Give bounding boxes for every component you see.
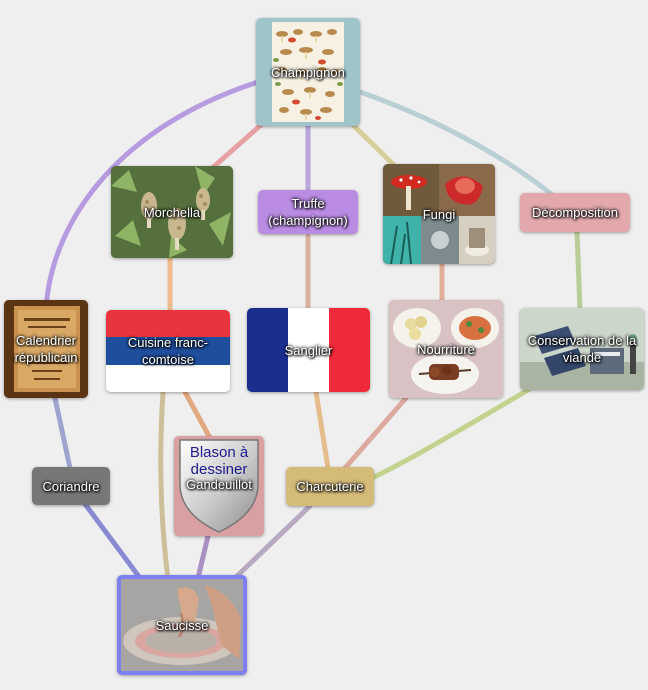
node-label: Morchella — [143, 204, 201, 220]
calendar-book-image — [4, 300, 88, 398]
morel-photo — [111, 166, 233, 258]
node-label: Saucisse — [155, 617, 209, 633]
node-decomposition[interactable]: Décomposition — [520, 193, 630, 232]
blason-placeholder-text: Blason à dessiner — [189, 444, 249, 478]
node-label: Décomposition — [532, 205, 618, 220]
node-nourriture[interactable]: Nourriture — [389, 300, 503, 398]
edge-champignon-decomposition — [357, 89, 559, 201]
node-coriandre[interactable]: Coriandre — [32, 467, 110, 505]
franche-comte-flag — [106, 310, 230, 392]
node-label: Conservation de la viande — [527, 333, 637, 365]
solar-panels-image — [520, 308, 644, 390]
node-calendrier[interactable]: Calendrier républicain — [4, 300, 88, 398]
edge-conservation-charcuterie — [369, 387, 531, 481]
edge-decomposition-conservation — [574, 229, 583, 313]
node-label: Calendrier républicain — [14, 333, 78, 365]
edge-charcuterie-saucisse — [232, 503, 313, 581]
french-flag — [247, 308, 370, 392]
node-sanglier[interactable]: Sanglier — [247, 308, 370, 392]
fungi-collage-image — [383, 164, 495, 264]
node-label: Champignon — [271, 64, 345, 80]
node-label: Charcuterie — [296, 479, 364, 494]
node-label: Truffe (champignon) — [268, 196, 348, 228]
node-label: Coriandre — [42, 478, 100, 494]
edge-cuisine-gandeuillot — [182, 389, 213, 441]
node-morchella[interactable]: Morchella — [111, 166, 233, 258]
edge-nourriture-charcuterie — [342, 395, 409, 471]
node-champignon[interactable]: Champignon — [256, 18, 360, 126]
edge-sanglier-charcuterie — [313, 389, 331, 471]
node-gandeuillot[interactable]: Blason à dessiner Gandeuillot — [174, 436, 264, 536]
edge-champignon-morchella — [207, 121, 265, 173]
node-charcuterie[interactable]: Charcuterie — [286, 467, 374, 506]
edge-coriandre-saucisse — [82, 501, 143, 581]
food-plates-image — [389, 300, 503, 398]
sausage-making-photo — [121, 579, 243, 671]
node-saucisse[interactable]: Saucisse — [117, 575, 247, 675]
edge-calendrier-coriandre — [52, 395, 73, 471]
edge-gandeuillot-saucisse — [195, 533, 211, 581]
node-truffe[interactable]: Truffe (champignon) — [258, 190, 358, 234]
shield-placeholder-icon — [179, 439, 259, 533]
node-conservation[interactable]: Conservation de la viande — [520, 308, 644, 390]
edge-champignon-calendrier — [43, 79, 261, 313]
node-label: Sanglier — [284, 342, 333, 358]
node-label: Nourriture — [417, 341, 475, 357]
node-label: Fungi — [422, 206, 456, 222]
node-label: Cuisine franc-comtoise — [127, 335, 209, 367]
node-fungi[interactable]: Fungi — [383, 164, 495, 264]
mushroom-chart-image — [272, 22, 344, 122]
node-label: Gandeuillot — [186, 476, 252, 492]
node-cuisine[interactable]: Cuisine franc-comtoise — [106, 310, 230, 392]
edge-champignon-fungi — [349, 121, 398, 169]
edge-cuisine-saucisse — [158, 389, 171, 583]
